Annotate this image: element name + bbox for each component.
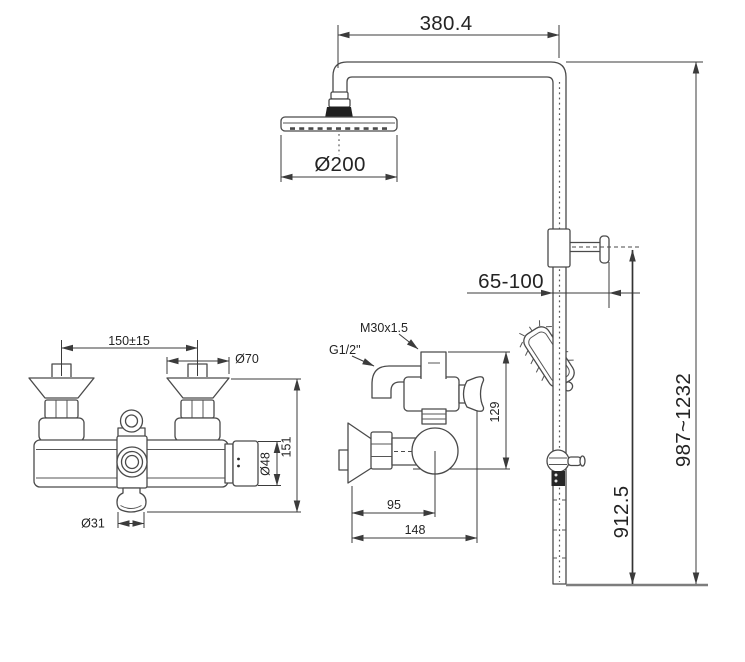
dim-overall-height: 987~1232 [566,61,703,585]
knob-circle [546,449,570,473]
dim-ext-lines [117,512,145,528]
clamp-dot [554,473,558,477]
dim-text-head-diameter: Ø200 [314,153,365,176]
dim-body-height: 151 [147,378,301,513]
slide-bracket [547,228,642,268]
slider-lock-knob [546,449,586,486]
handle-dot [237,464,240,468]
mixer-side-view: M30x1.5 G1/2" 129 95 148 [329,321,510,543]
leader-line [398,333,419,350]
hose-outlet-elbow [371,365,422,399]
dim-text-bar-height: 912.5 [610,486,633,539]
shower-column-view: 380.4 Ø200 65-100 912.5 987~1232 [280,12,708,587]
leader-line [351,355,375,367]
knob-detail-lines [549,457,567,465]
center-dial-mid [120,450,144,474]
dim-escutcheon-diameter: Ø70 [166,352,259,374]
right-escutcheon [166,377,230,399]
bracket-slider [547,228,571,268]
handle-dot [237,457,240,461]
center-dial-inner [124,454,140,470]
adjusting-rings [421,408,447,425]
inlet-stubs [51,363,208,377]
ball-joint-lower [328,98,351,108]
dim-side-height: 129 [448,351,510,470]
valve-body-side [403,376,460,412]
left-boss [38,417,85,442]
knob-handle-cap [579,455,586,467]
dim-arm-width: 380.4 [337,12,560,68]
top-thread-port [420,351,447,379]
left-escutcheon [28,377,95,399]
dim-text-wall-to-center: 95 [387,498,401,512]
dim-text-side-height: 129 [488,402,502,423]
shower-arm-and-riser [332,61,567,585]
right-boss [174,417,221,442]
left-inlet-nut [44,399,79,419]
handheld-shower-body [523,326,575,388]
bracket-arm [570,241,600,253]
top-port-inner-ring [124,414,139,428]
dim-wall-to-center: 95 [351,486,436,543]
dim-inlet-spacing: 150±15 [61,334,198,376]
dim-total-depth: 148 [351,411,478,543]
handle-connector [224,443,234,484]
riser-tick-marks [553,499,566,559]
mixer-front-view: 150±15 Ø70 151 Ø48 Ø31 [28,334,301,531]
shower-head-assembly [280,91,398,155]
clamp-band [551,471,565,486]
head-connector-nut [325,107,353,118]
knob-handle [567,456,582,467]
label-text-outlet-thread: G1/2" [329,343,361,357]
dim-text-escutcheon-diameter: Ø70 [235,352,259,366]
dim-outlet-diameter: Ø31 [81,512,145,531]
dim-text-overall-height: 987~1232 [672,373,695,467]
label-top-thread: M30x1.5 [360,321,419,350]
dim-wall-distance: 65-100 [467,262,640,308]
dim-text-wall-distance: 65-100 [478,270,544,293]
dim-text-outlet-diameter: Ø31 [81,517,105,531]
side-handle [232,440,259,487]
dim-text-total-depth: 148 [405,523,426,537]
handheld-shower [519,320,575,392]
side-inlet-nut [370,431,393,470]
dim-handle-diameter: Ø48 [258,441,281,486]
label-outlet-thread: G1/2" [329,343,375,367]
side-nut-facets [371,443,392,457]
nut-facet-lines [55,400,204,418]
ball-joint-upper [330,91,349,100]
clamp-dot [554,479,558,483]
dim-text-handle-diameter: Ø48 [259,452,273,476]
dim-text-arm-width: 380.4 [420,12,473,35]
outlet-arc [120,505,142,509]
dim-text-inlet-spacing: 150±15 [108,334,150,348]
dim-text-body-height: 151 [280,437,294,458]
bottom-outlet [116,487,147,513]
wall-flange [599,235,610,264]
side-handle-knob [462,376,485,412]
dim-bar-height: 912.5 [610,249,636,585]
top-port-outer-ring [119,409,144,433]
side-escutcheon [347,422,374,484]
dim-ext-lines [147,378,301,513]
ring-lines [422,413,446,420]
dim-head-diameter: Ø200 [280,135,398,182]
right-inlet-nut [180,399,215,419]
label-text-top-thread: M30x1.5 [360,321,408,335]
